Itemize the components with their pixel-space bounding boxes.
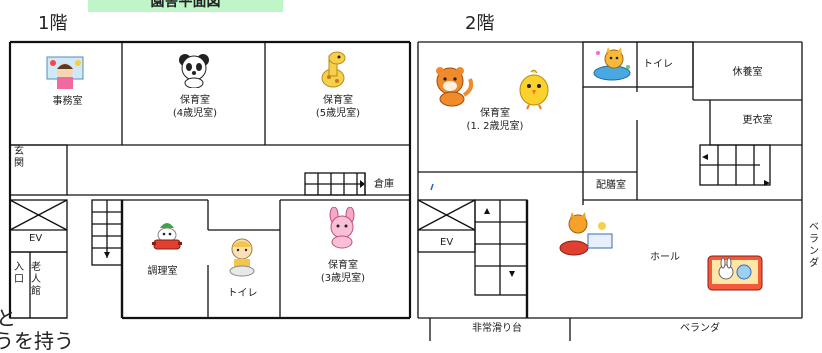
title-banner: 園舎平面図 <box>88 0 283 12</box>
room3-sublabel: (3歳児室) <box>320 273 366 284</box>
floor2-title: 2階 <box>465 13 495 34</box>
floor1-title: 1階 <box>38 13 68 34</box>
room5-label: 保育室 <box>323 95 353 106</box>
fragment-text-2: うを持う <box>0 329 74 353</box>
veranda-bottom-label: ベランダ <box>680 323 720 334</box>
room3-label: 保育室 <box>328 260 358 271</box>
panda-icon <box>179 54 209 88</box>
entrance-small-label: 入口 <box>14 262 24 285</box>
changing-room-label: 更衣室 <box>742 115 773 126</box>
rest-room-label: 休養室 <box>732 67 763 78</box>
cat-on-toilet-icon <box>593 47 631 81</box>
floor-plan-drawing <box>8 40 803 341</box>
room-office-label: 事務室 <box>52 96 83 107</box>
room12-label: 保育室 <box>480 108 510 119</box>
kitchen-label: 調理室 <box>147 266 178 277</box>
room5-sublabel: (5歳児室) <box>315 108 361 119</box>
rabbit-icon <box>329 207 355 249</box>
cat-drummer-icon <box>559 212 613 256</box>
ev-label-floor1: EV <box>29 233 43 244</box>
room12-sublabel: (1. 2歳児室) <box>466 121 524 132</box>
slide-label: 非常滑り台 <box>472 323 522 334</box>
giraffe-icon <box>321 51 346 88</box>
entrance-label: 玄関 <box>14 146 24 169</box>
animal-stage-icon <box>707 255 763 291</box>
room4-label: 保育室 <box>180 95 210 106</box>
fragment-text-1: と <box>0 306 16 330</box>
tiger-icon <box>436 67 474 107</box>
hall-label: ホール <box>650 252 680 263</box>
child-on-toilet-icon <box>229 238 255 277</box>
room4-sublabel: (4歳児室) <box>172 108 218 119</box>
storage-label: 倉庫 <box>374 179 394 190</box>
chick-icon <box>519 69 549 110</box>
toilet2-label: トイレ <box>643 59 673 70</box>
ev-label-floor2: EV <box>440 237 454 248</box>
teacher-with-flowers-icon <box>46 56 84 89</box>
serving-room-label: 配膳室 <box>596 180 626 191</box>
title-text: 園舎平面図 <box>150 0 221 10</box>
toilet1-label: トイレ <box>227 288 258 299</box>
elderly-entrance-label: 老人館 <box>31 262 41 297</box>
veranda-side-label: ベランダ <box>809 222 819 269</box>
radish-cooking-icon <box>152 223 182 250</box>
